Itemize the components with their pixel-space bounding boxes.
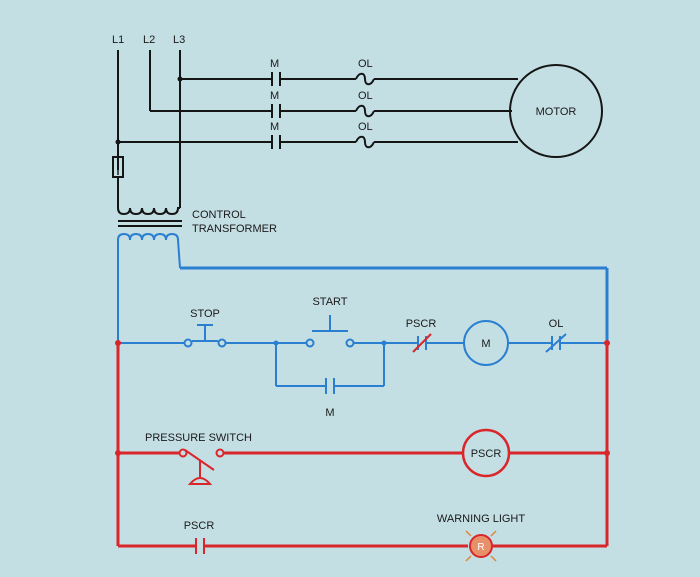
main-contact-m-1: M [270, 58, 281, 86]
power-circuit: L1 L2 L3 M M M [112, 34, 603, 235]
pscr-coil: PSCR [461, 428, 511, 478]
warning-light-letter: R [477, 542, 484, 553]
junction-dot [177, 76, 183, 82]
junction-dot [604, 450, 610, 456]
overload-nc-contact: OL [545, 318, 567, 353]
holding-contact-label: M [325, 407, 334, 419]
start-pushbutton: START [305, 296, 355, 348]
motor: MOTOR [509, 64, 603, 158]
junction-dot [115, 139, 121, 145]
transformer-label-line1: CONTROL [192, 209, 246, 221]
pscr-contact-label: PSCR [406, 318, 437, 330]
main-contact-label: M [270, 58, 279, 70]
warning-light: R WARNING LIGHT [437, 513, 525, 562]
start-label: START [312, 296, 347, 308]
control-circuit: STOP START M PSCR [117, 232, 609, 419]
pscr-no-contact: PSCR [184, 520, 215, 554]
overload-label: OL [358, 121, 373, 133]
overload-heater-2: OL [355, 90, 375, 118]
transformer-secondary [117, 232, 181, 269]
overload-heater-3: OL [355, 121, 375, 149]
main-contact-label: M [270, 121, 279, 133]
stop-pushbutton: STOP [183, 308, 227, 348]
line-label-l2: L2 [143, 34, 155, 46]
stop-label: STOP [190, 308, 220, 320]
junction-dot [115, 450, 121, 456]
overload-heater-1: OL [355, 58, 375, 86]
overload-label: OL [358, 90, 373, 102]
line-label-l3: L3 [173, 34, 185, 46]
warning-light-label: WARNING LIGHT [437, 513, 525, 525]
motor-coil-label: M [481, 338, 490, 350]
main-contact-label: M [270, 90, 279, 102]
alarm-circuit: PRESSURE SWITCH PSCR PSCR R WA [115, 340, 610, 562]
motor-label: MOTOR [536, 106, 577, 118]
transformer-primary [117, 207, 180, 216]
line-label-l1: L1 [112, 34, 124, 46]
light-rays [465, 530, 497, 562]
main-contact-m-2: M [270, 90, 281, 118]
holding-contact-m: M [325, 378, 335, 419]
motor-symbol [509, 64, 603, 158]
motor-starter-coil: M [463, 320, 509, 366]
pscr-nc-contact: PSCR [406, 318, 437, 353]
pscr-coil-label: PSCR [471, 448, 502, 460]
pressure-switch: PRESSURE SWITCH [145, 432, 252, 485]
ol-contact-label: OL [549, 318, 564, 330]
overload-label: OL [358, 58, 373, 70]
pscr-no-contact-label: PSCR [184, 520, 215, 532]
pressure-switch-label: PRESSURE SWITCH [145, 432, 252, 444]
main-contact-m-3: M [270, 121, 281, 149]
transformer-label-line2: TRANSFORMER [192, 223, 277, 235]
